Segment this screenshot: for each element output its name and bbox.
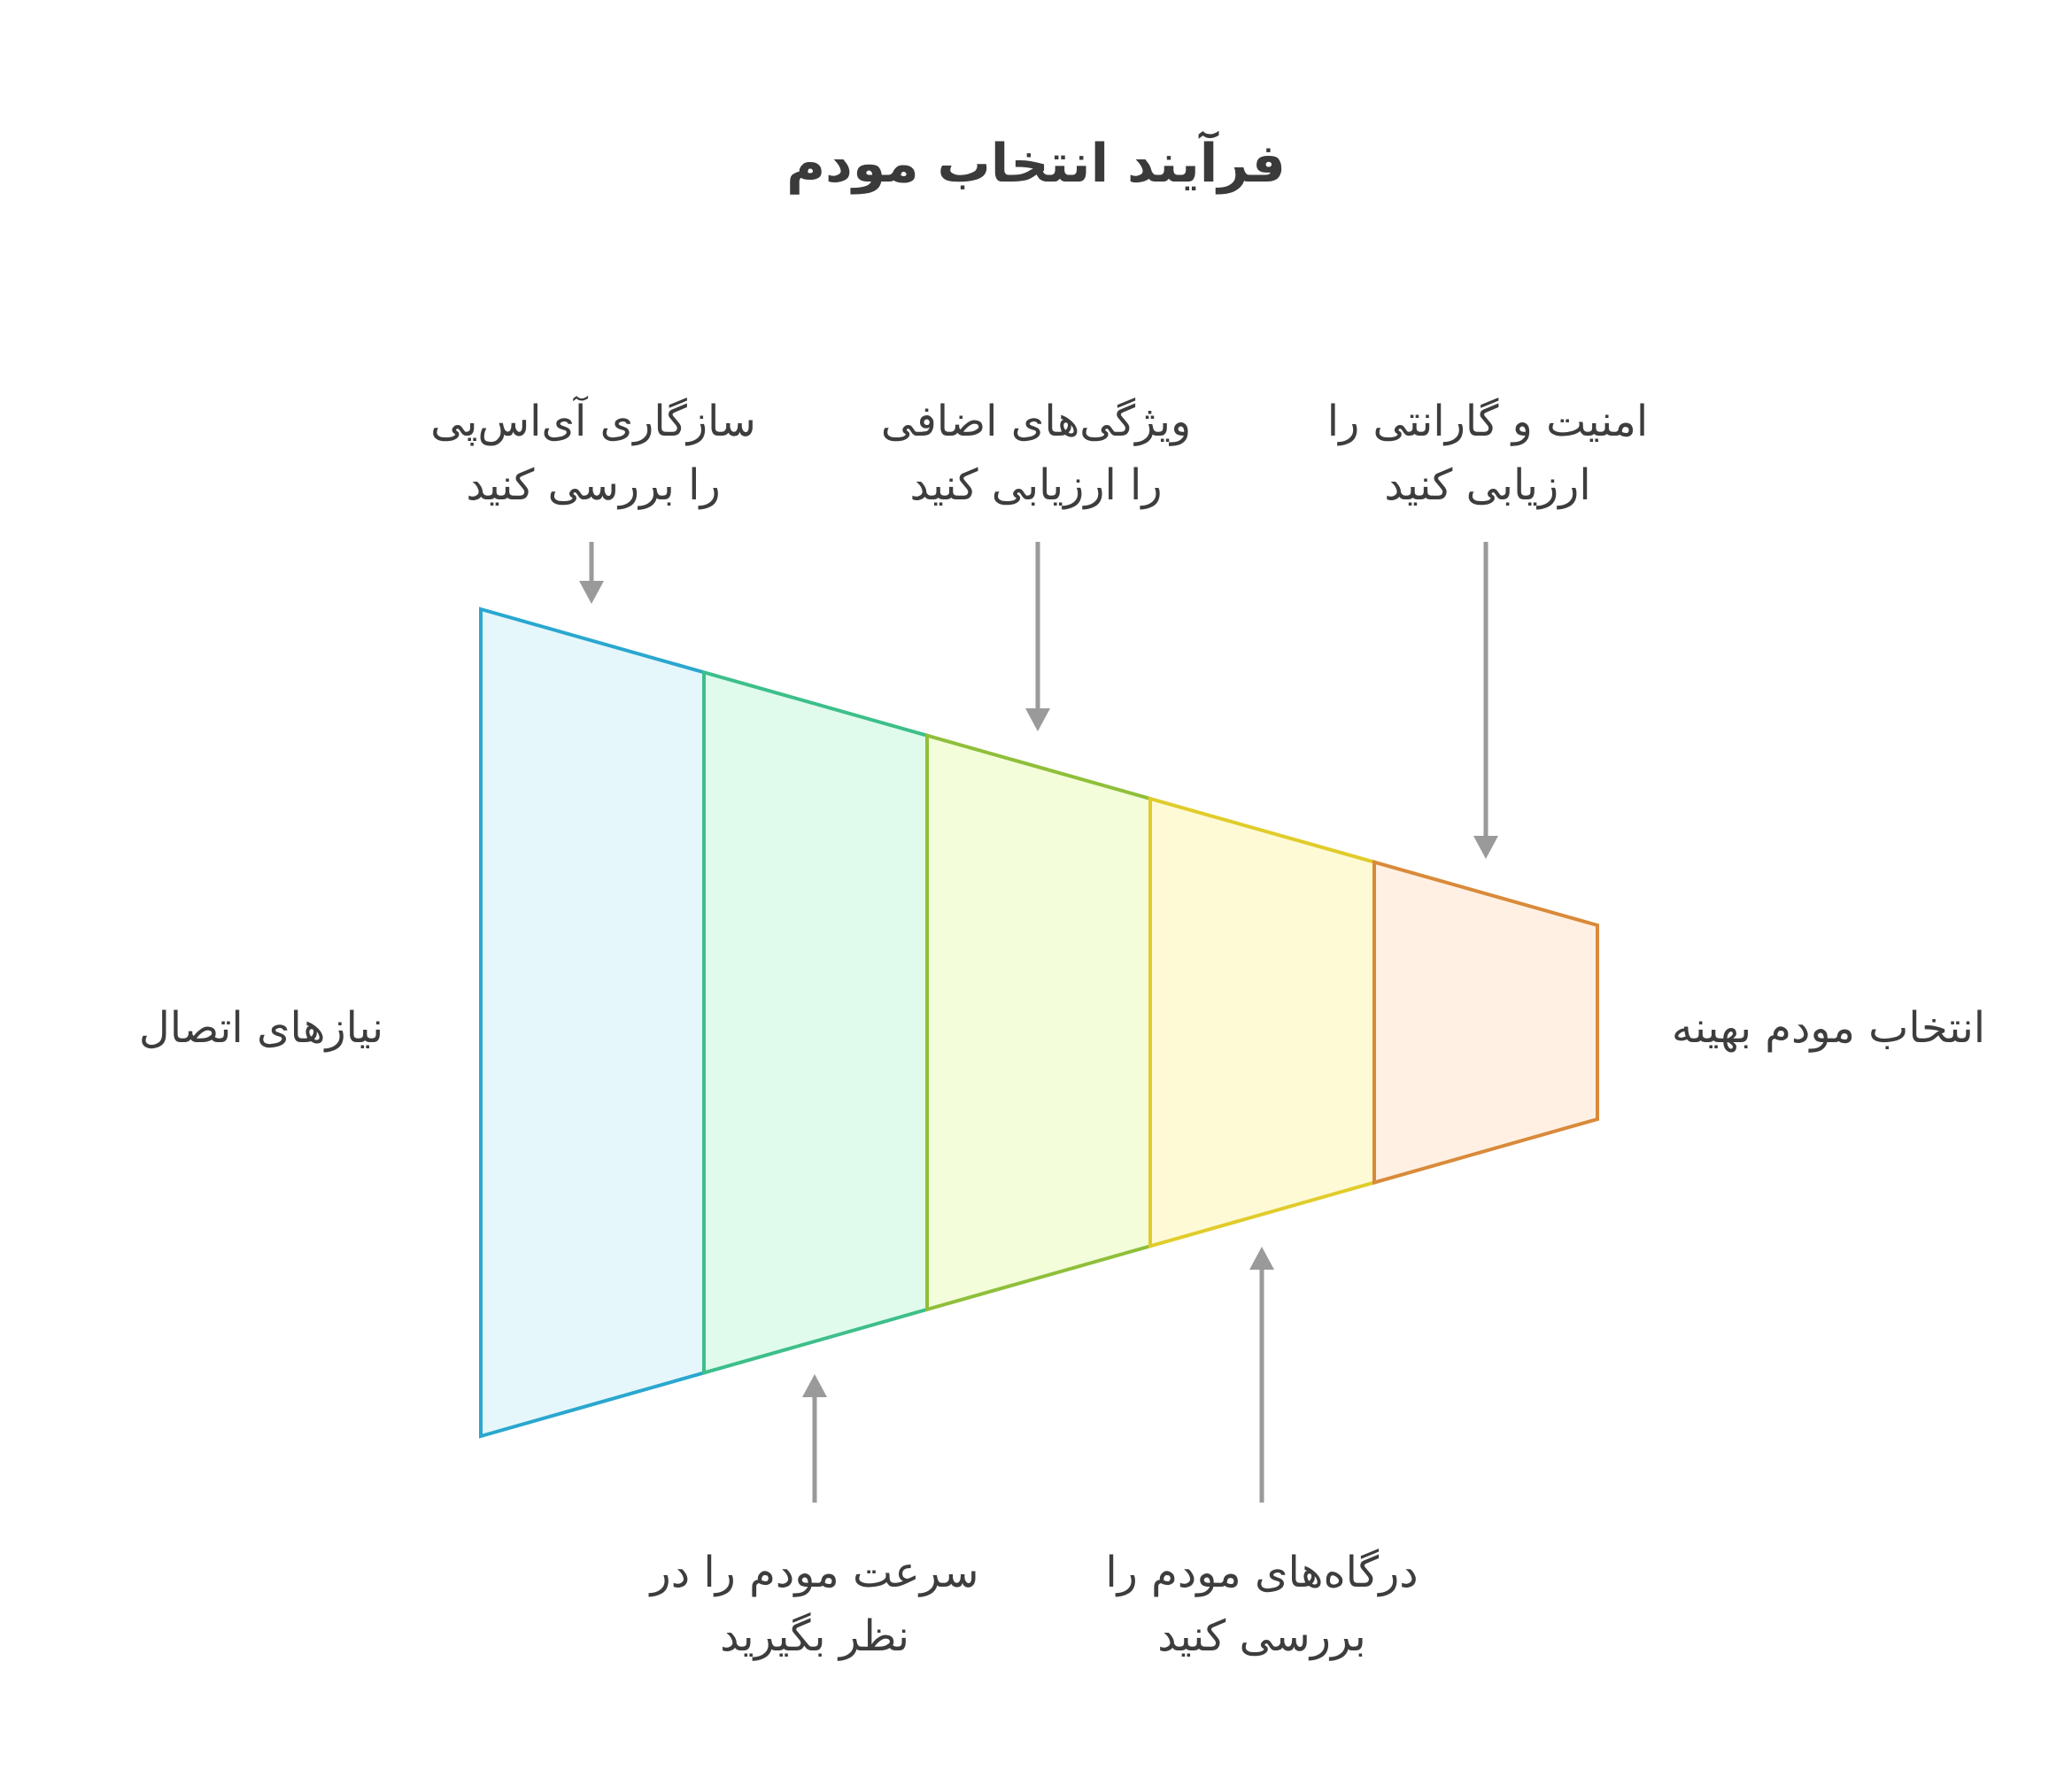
funnel-stage-5: [1372, 860, 1599, 1186]
annotation-extra-features: ویژگی‌های اضافی را ارزیابی کنید: [880, 397, 1192, 510]
arrow-security-warranty: [1473, 542, 1498, 859]
funnel-stage-2: [702, 669, 929, 1376]
arrow-extra-features: [1025, 542, 1050, 731]
end-label: انتخاب مودم بهینه: [1671, 1003, 1986, 1053]
funnel-stage-4: [1148, 796, 1376, 1249]
funnel-stage-3: [925, 733, 1152, 1312]
diagram-title: فرآیند انتخاب مودم: [786, 133, 1286, 195]
start-label: نیازهای اتصال: [138, 1003, 384, 1053]
arrow-isp-compatibility: [579, 542, 604, 604]
annotation-security-warranty: امنیت و گارانتی را ارزیابی کنید: [1326, 397, 1649, 510]
annotation-modem-ports: درگاه‌های مودم را بررسی کنید: [1105, 1548, 1419, 1661]
annotation-isp-compatibility: سازگاری آی‌اس‌پی را بررسی کنید: [430, 397, 756, 510]
funnel-stage-1: [479, 607, 706, 1439]
arrow-modem-speed: [802, 1374, 827, 1503]
annotation-modem-speed: سرعت مودم را در نظر بگیرید: [650, 1548, 979, 1661]
arrow-modem-ports: [1249, 1247, 1274, 1503]
